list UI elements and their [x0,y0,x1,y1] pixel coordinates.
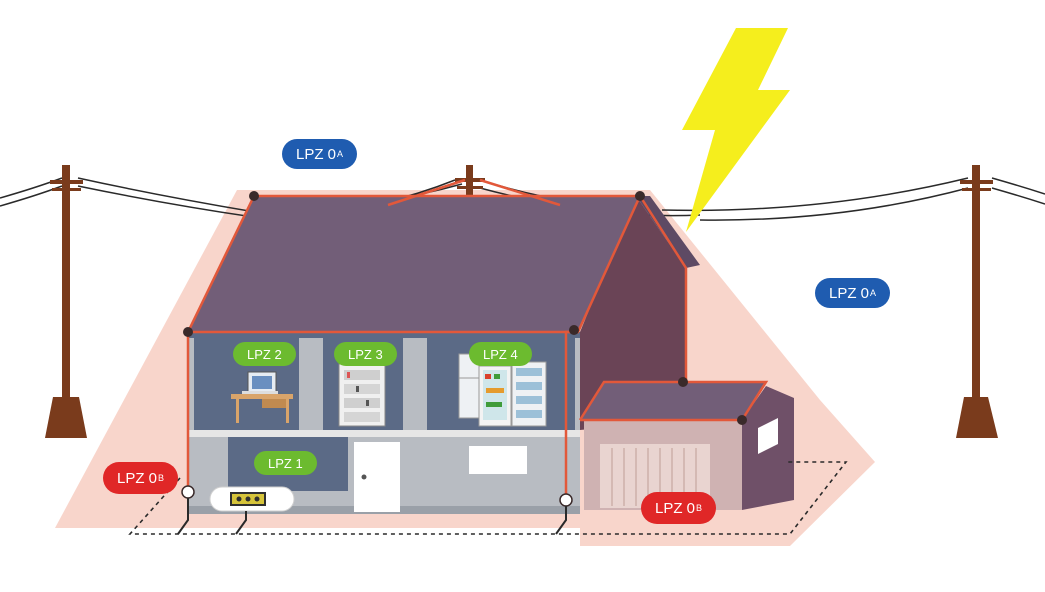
zone-label-lpz2: LPZ 2 [233,342,296,366]
fuse-box-icon [338,363,386,427]
zone-label-text: LPZ 4 [483,346,518,362]
zone-label-lpz3: LPZ 3 [334,342,397,366]
zone-label-text: LPZ 0 [296,145,337,163]
laptop-icon [242,371,278,394]
ground-ring-dashed [128,461,848,535]
zone-label-subscript: B [158,473,165,483]
zone-label-lpz1: LPZ 1 [254,451,317,475]
power-socket-icon [209,486,295,512]
utility-pole-icon [45,165,87,438]
desk [231,394,293,423]
zone-label-text: LPZ 2 [247,346,282,362]
zone-label-subscript: B [696,503,703,513]
refrigerator-icon [458,353,547,427]
garage-roof [580,382,766,420]
zone-label-lpz4: LPZ 4 [469,342,532,366]
lightning-bolt-icon [682,28,790,232]
house-window [469,446,527,474]
utility-pole-icon [956,165,998,438]
zone-label-subscript: A [337,149,344,159]
earth-terminals [181,485,573,507]
house-roof [188,196,640,332]
zone-label-text: LPZ 0 [829,284,870,302]
zone-label-subscript: A [870,288,877,298]
house-side-wall [580,196,686,430]
zone-label-text: LPZ 0 [655,499,696,517]
lightning-conductors [186,178,769,500]
utility-pole-icon [455,165,485,205]
ground-conductors [177,498,567,535]
front-door [354,442,400,512]
zone-label-text: LPZ 3 [348,346,383,362]
zone-label-text: LPZ 1 [268,455,303,471]
conductor-nodes [183,191,747,425]
garage-window [758,418,778,454]
zone-label-text: LPZ 0 [117,469,158,487]
